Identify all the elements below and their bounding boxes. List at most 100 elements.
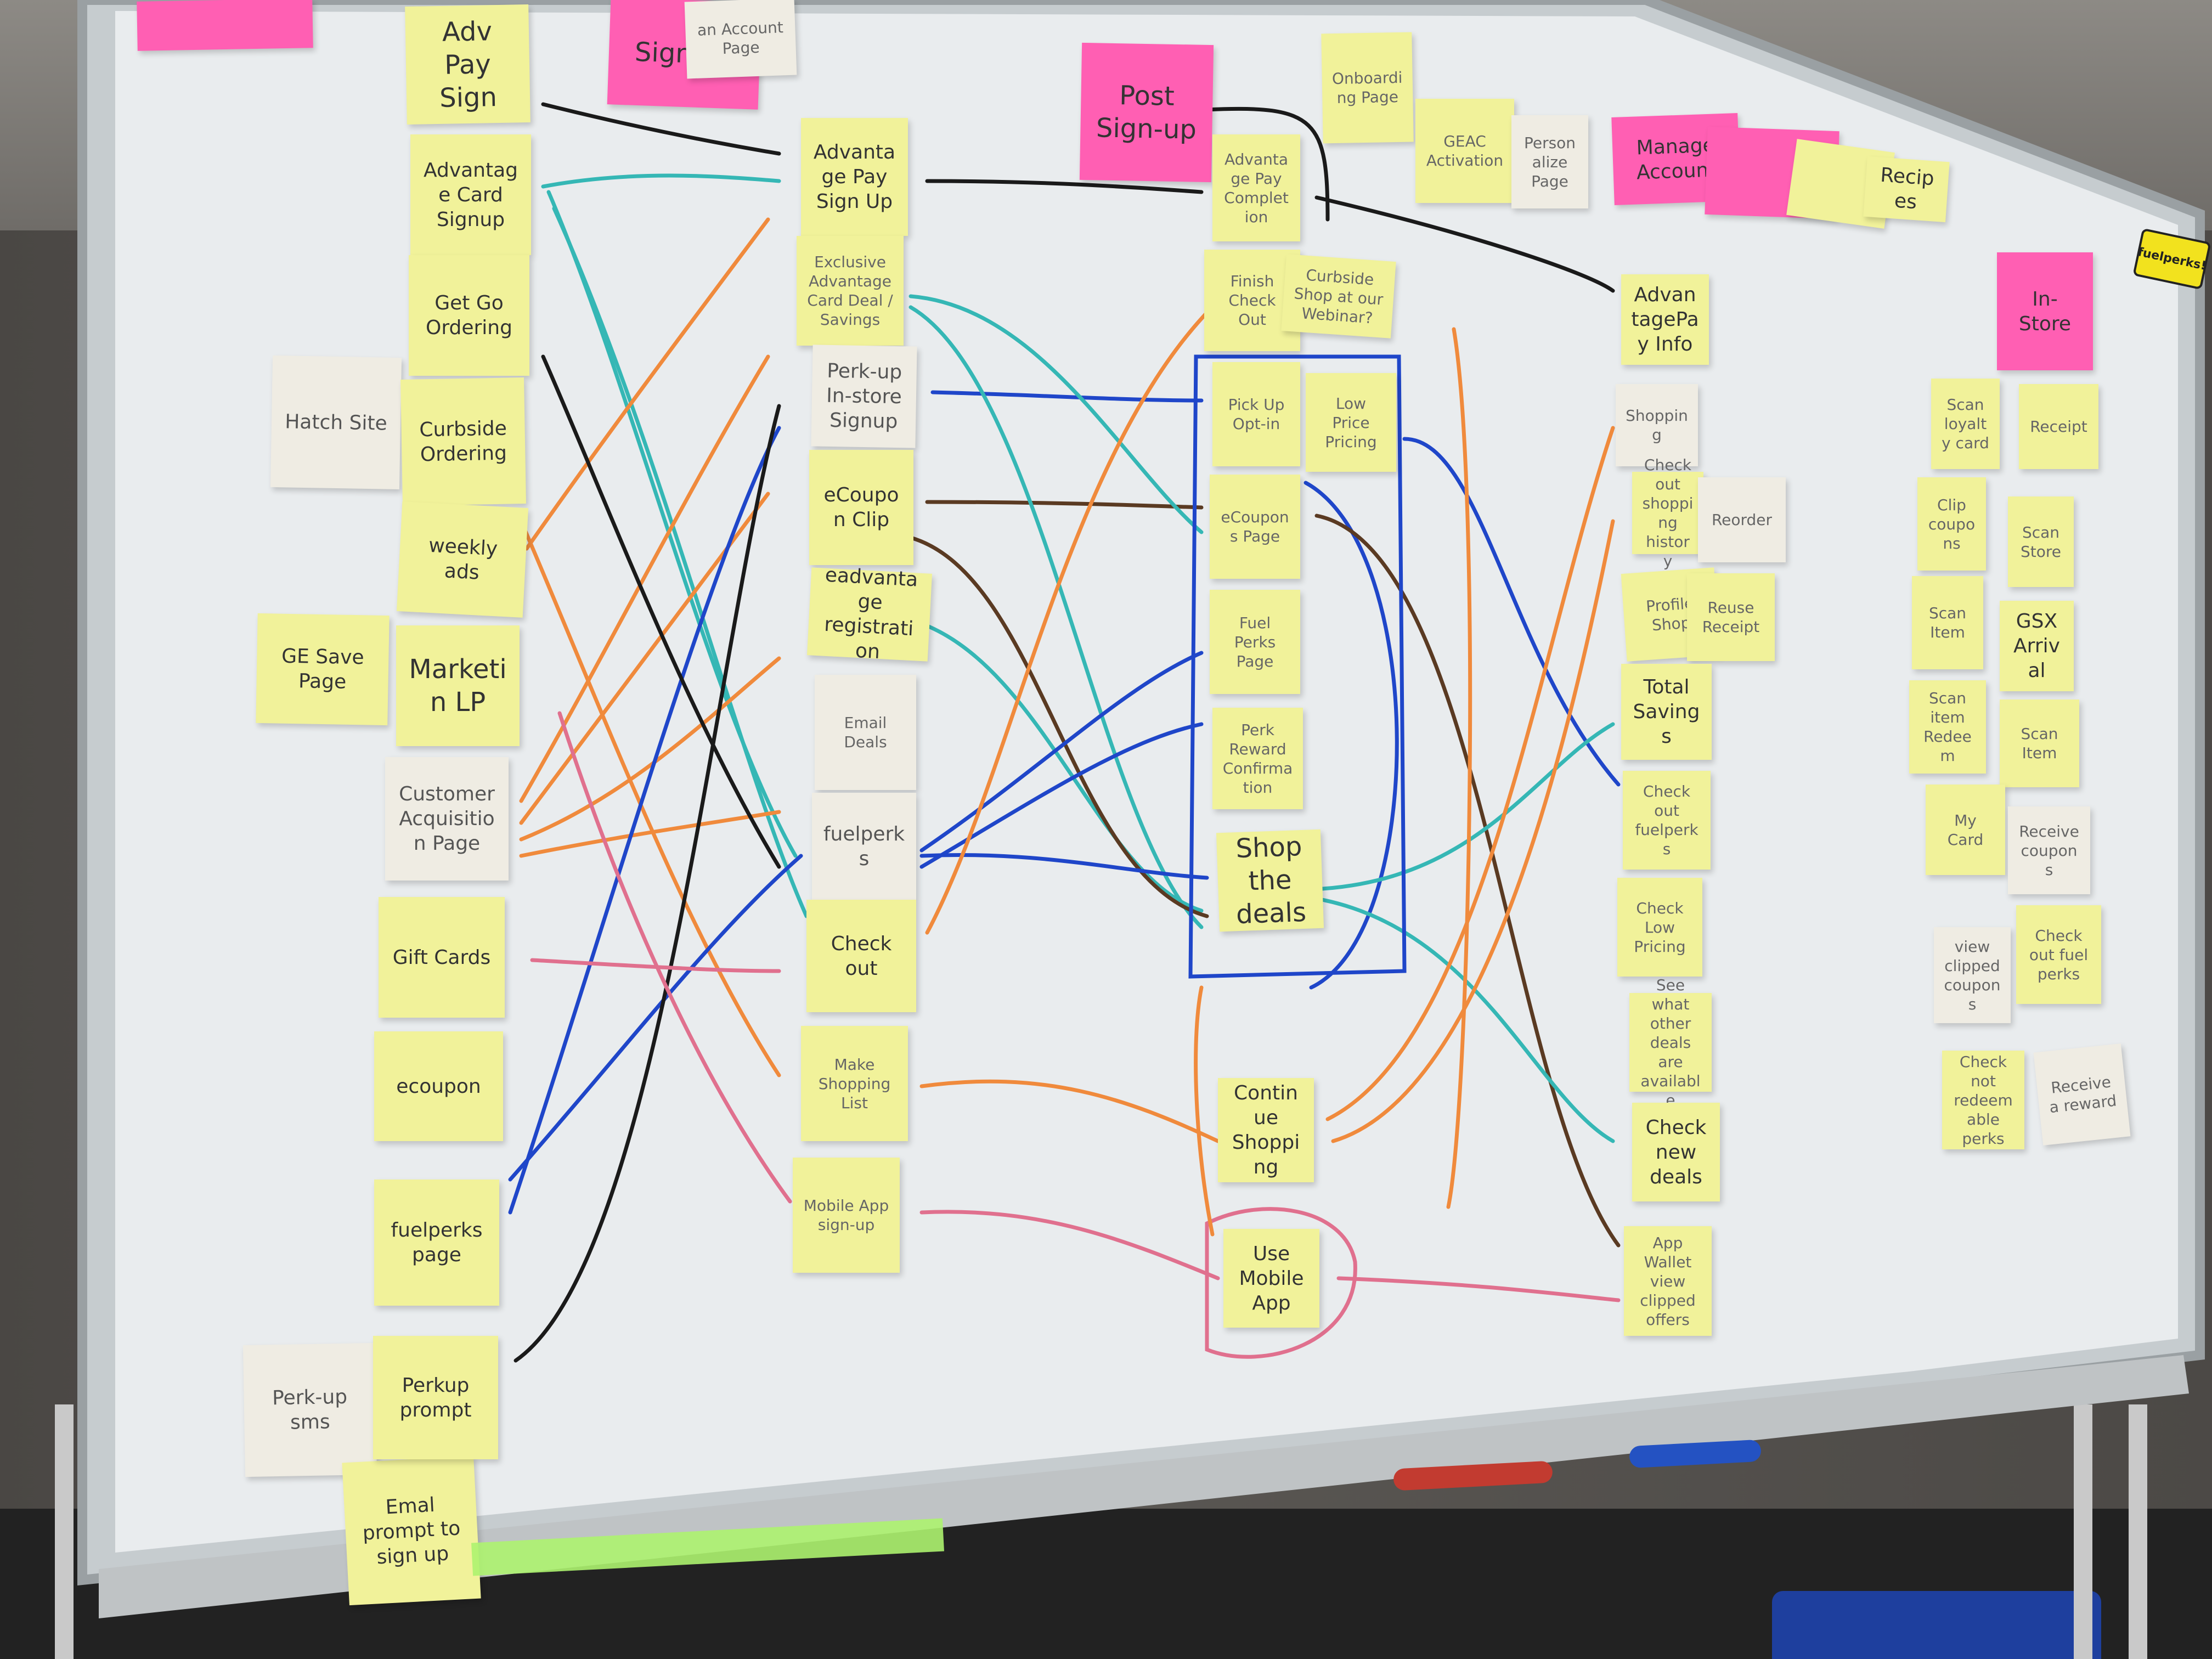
marker-line [519,354,770,803]
marker-line [1331,519,1615,1143]
marker-line [541,173,781,189]
marker-line [909,535,1209,918]
sticky-note: App Wallet view clipped offers [1624,1226,1712,1336]
sticky-note: Personalize Page [1511,115,1588,208]
sticky-note: weekly ads [396,501,529,618]
sticky-note: Onboarding Page [1321,32,1414,144]
sticky-note: Clip coupons [1917,477,1986,571]
marker-line [519,492,770,825]
sticky-note: Advantage Pay Completion [1212,134,1300,241]
marker-line [557,711,792,1204]
recycling-bin [1772,1591,2101,1659]
sticky-note: eadvantage registration [806,564,933,663]
sticky-note: Use Mobile App [1223,1229,1319,1328]
sticky-note: Receipt [2019,384,2098,469]
marker-line [530,958,781,973]
sticky-note: Mobile App sign-up [793,1158,900,1273]
sticky-note: Check Low Pricing [1617,878,1702,977]
marker-line [519,810,781,858]
sticky-note: Perk-up In-store Signup [811,345,917,448]
sticky-note: Perk-up sms [242,1342,377,1477]
marker-line [925,500,1204,510]
sticky-note: view clipped coupons [1934,927,2011,1023]
sticky-note: Fuel Perks Page [1210,590,1300,694]
sticky-note: GSX Arrival [2000,601,2074,691]
sticky-note: Check not redeemable perks [1942,1051,2024,1149]
marker-line [925,294,1226,935]
sticky-note: Adv Pay Sign [405,4,531,125]
sticky-note: Perk Reward Confirmation [1212,708,1303,809]
sticky-note: fuelperks page [374,1180,499,1306]
sticky-note: eCoupons Page [1210,475,1300,579]
marker-line [919,1079,1220,1143]
sticky-note: Scan Store [2008,496,2074,587]
sticky-note: Reorder [1698,477,1786,562]
sticky-note: Emal prompt to sign up [342,1455,481,1606]
sticky-note: Shopping [1616,384,1698,466]
sticky-note: In-Store [1997,252,2093,370]
sticky-note: Gift Cards [379,897,505,1018]
sticky-note: Hatch Site [270,355,402,490]
sticky-note: Advantage Pay Sign Up [801,118,908,236]
sticky-note: Marketin LP [396,625,520,746]
marker-line [909,305,1204,929]
marker-line [1320,722,1615,891]
sticky-note: Get Go Ordering [409,255,529,376]
sticky-note: Perkup prompt [373,1336,498,1459]
marker-line [1205,1207,1357,1359]
marker-line [541,102,781,156]
sticky-note: Reuse Receipt [1687,573,1775,661]
marker-line [1446,327,1472,1209]
sticky-note: Scan loyalty card [1931,379,2000,469]
sticky-note: Recipes [1863,156,1950,223]
marker-line [508,426,781,1215]
sticky-note: Exclusive Advantage Card Deal / Savings [797,236,904,346]
sticky-note: Pick Up Opt-in [1212,362,1300,466]
marker-line [925,179,1204,194]
marker-line [1314,195,1615,293]
sticky-note: Scan Item [1912,576,1983,669]
sticky-note: My Card [1926,785,2005,875]
marker-line [519,519,781,1077]
sticky-note: Advantage Card Signup [410,134,531,255]
marker-line [1402,437,1621,787]
marker-line [909,618,1204,913]
sticky-note: Make Shopping List [801,1026,908,1141]
sticky-note: AdvantagePay Info [1621,274,1709,365]
sticky-note: Curbside Shop at our Webinar? [1281,254,1396,338]
marker-line [1205,106,1330,222]
marker-line [930,390,1204,403]
sticky-note: Total Savings [1621,664,1712,760]
marker-line [1336,1276,1621,1302]
sticky-note: Shop the deals [1216,829,1324,932]
sticky-note: Receive a reward [2033,1043,2131,1146]
marker-line [919,651,1204,853]
sticky-note: Customer Acquisition Page [385,757,509,881]
marker-line [1320,898,1615,1143]
marker-line [519,656,781,842]
marker-line [541,354,781,869]
sticky-note: Check out fuel perks [2016,905,2101,1004]
marker-line [1188,354,1407,979]
sticky-note: Check out shopping history [1632,456,1703,570]
marker-line [919,853,1209,880]
marker-line [514,404,781,1363]
sticky-note: fuelperks [812,793,916,900]
sticky-note: an Account Page [684,0,797,79]
sticky-note: Post Sign-up [1079,42,1214,183]
sticky-note [137,0,313,51]
marker-line [1194,985,1215,1237]
sticky-note: Low Price Pricing [1306,373,1396,472]
sticky-note: Check out [806,900,916,1012]
sticky-note: Email Deals [815,675,916,790]
sticky-note: Receive coupons [2008,806,2090,894]
marker-line [919,1210,1220,1280]
sticky-note: GE Save Page [256,613,390,726]
marker-line [508,854,803,1182]
sticky-note: Check out fuelperks [1623,771,1711,870]
sticky-note: Curbside Ordering [400,377,526,506]
sticky-note: See what other deals are available [1629,976,1712,1109]
sticky-note: eCoupon Clip [809,450,913,565]
marker-line [909,294,1204,534]
